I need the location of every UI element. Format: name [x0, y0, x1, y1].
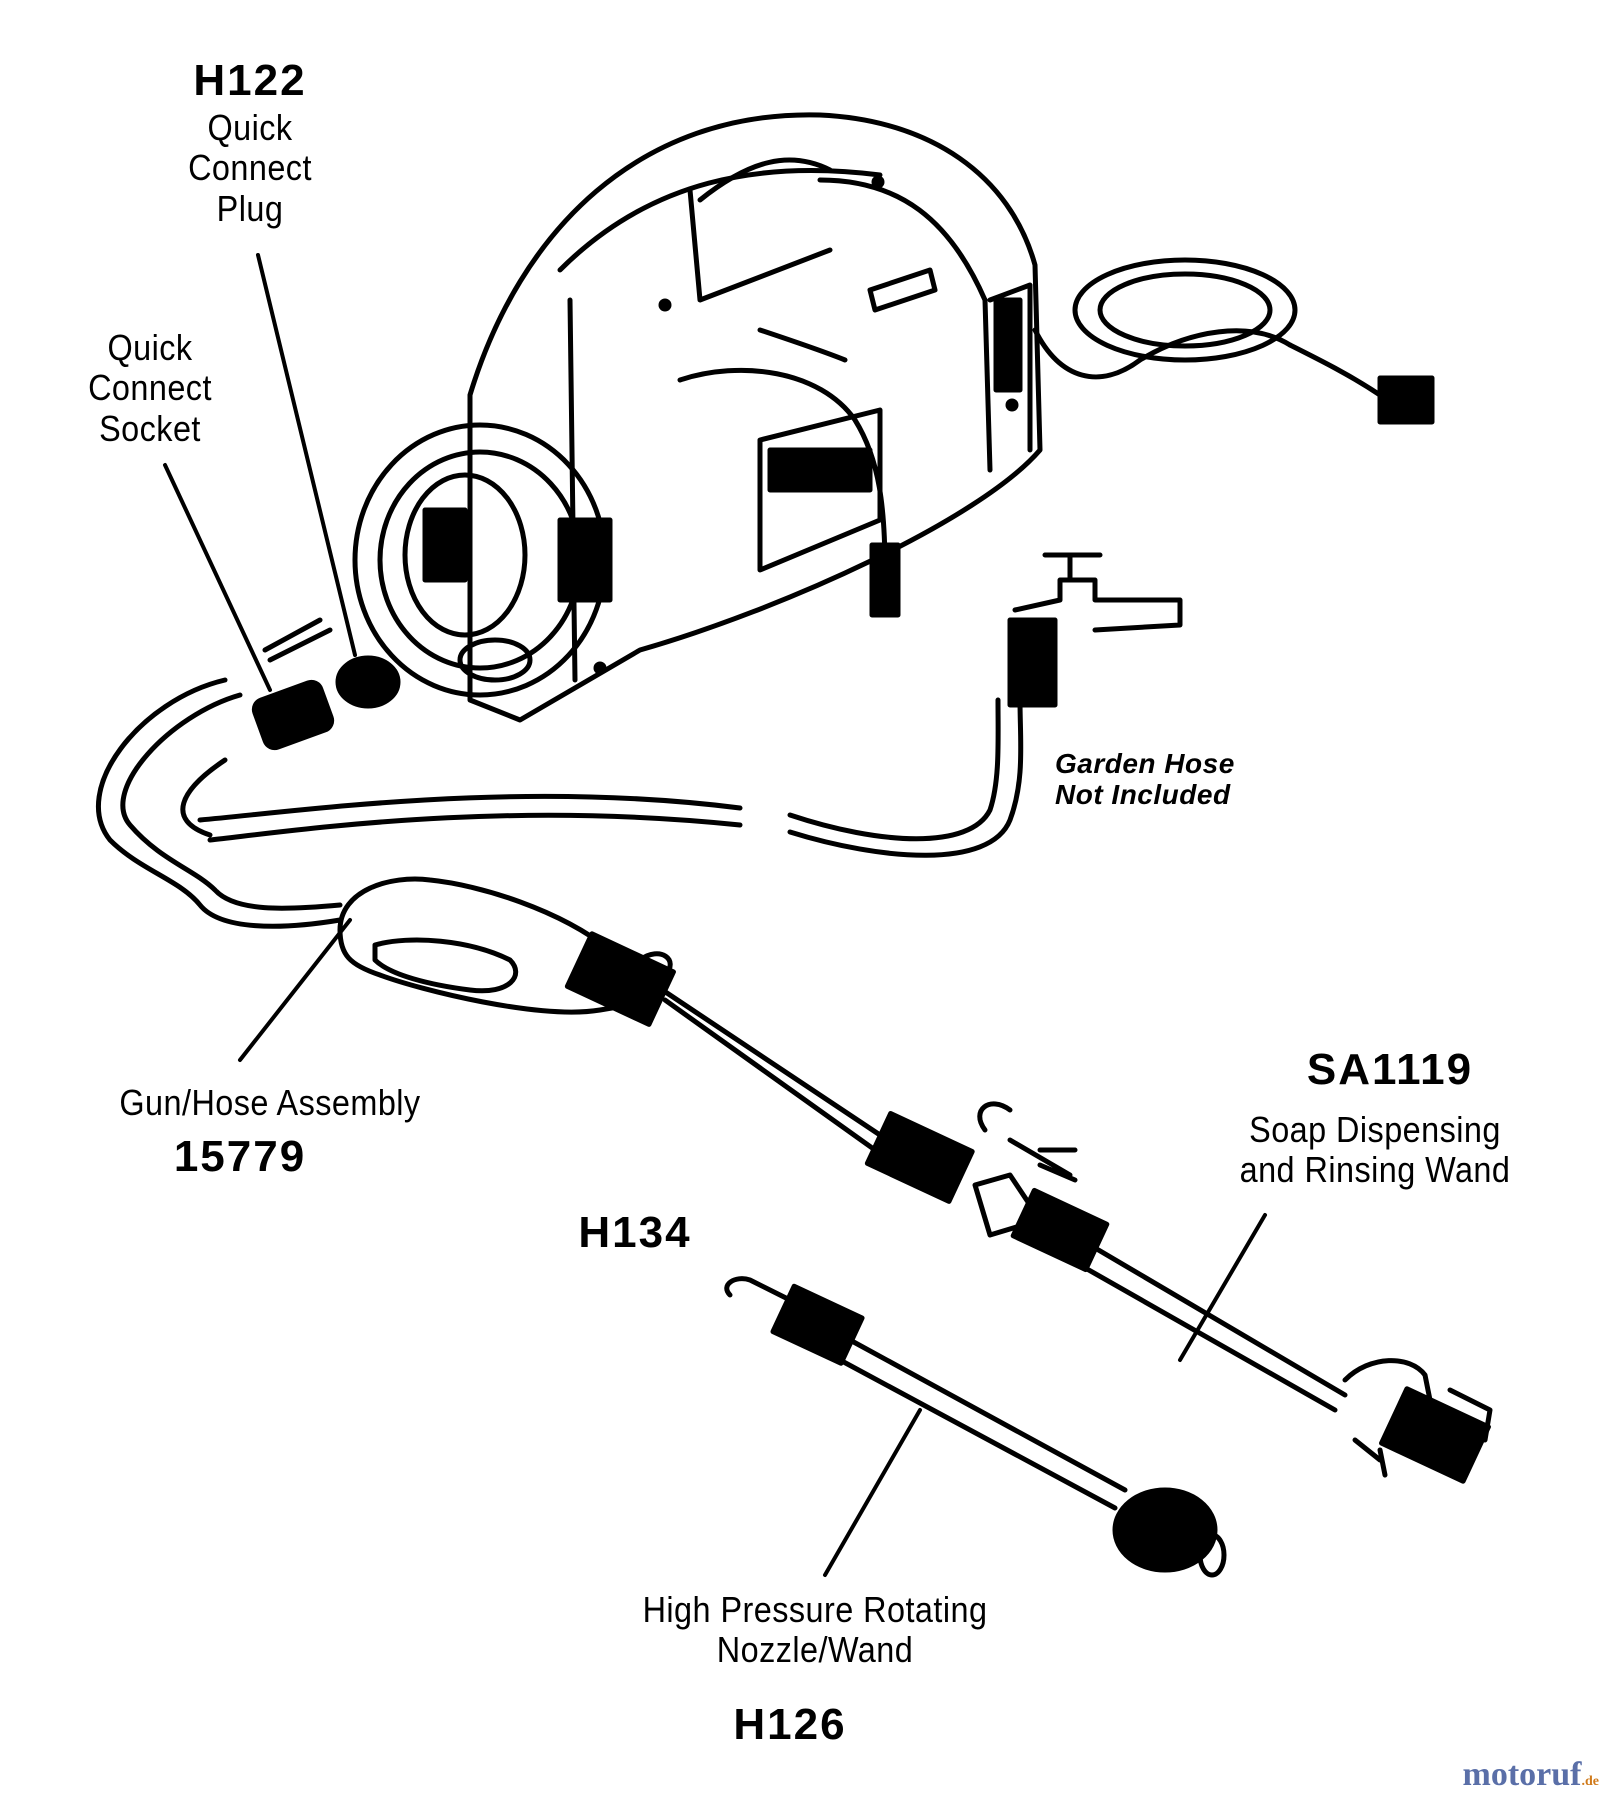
- sa1119-part-number: SA1119: [1306, 1045, 1474, 1094]
- sa1119-desc-line-2: and Rinsing Wand: [1239, 1149, 1511, 1191]
- sa1119-description: Soap Dispensing and Rinsing Wand: [1213, 1109, 1537, 1191]
- soap-wand: [972, 1172, 1493, 1484]
- gun-hose-part-number: 15779: [173, 1132, 307, 1181]
- quick-connect-socket-part: [251, 679, 335, 751]
- watermark-logo: motoruf.de: [1463, 1756, 1599, 1794]
- pump-outlet: [352, 422, 613, 698]
- socket-desc-line-1: Quick: [107, 327, 193, 368]
- pressure-washer-unit: [467, 112, 1435, 723]
- socket-desc-line-2: Connect: [88, 367, 212, 409]
- quick-connect-plug-part: [335, 655, 401, 709]
- h126-description: High Pressure Rotating Nozzle/Wand: [613, 1589, 1018, 1671]
- spray-gun: [337, 876, 1078, 1204]
- h122-desc-line-3: Plug: [216, 187, 284, 229]
- h134-part-number: H134: [578, 1208, 692, 1257]
- leader-lines: [163, 253, 1267, 1577]
- h122-desc-line-1: Quick: [207, 107, 293, 148]
- garden-hose: [197, 552, 1183, 858]
- socket-description: Quick Connect Socket: [65, 327, 236, 449]
- h122-desc-line-2: Connect: [188, 147, 312, 189]
- high-pressure-nozzle-wand: [724, 1276, 1227, 1578]
- high-pressure-hose: [96, 677, 343, 929]
- h122-description: Quick Connect Plug: [160, 107, 340, 229]
- garden-hose-note: Garden Hose Not Included: [1055, 748, 1285, 811]
- h126-desc-line-2: Nozzle/Wand: [716, 1629, 914, 1671]
- socket-desc-line-3: Socket: [99, 407, 201, 449]
- sa1119-desc-line-1: Soap Dispensing: [1249, 1109, 1501, 1150]
- h126-part-number: H126: [733, 1700, 847, 1749]
- gun-hose-description: Gun/Hose Assembly: [119, 1082, 421, 1123]
- watermark-main: motoruf: [1462, 1756, 1582, 1793]
- garden-note-line-1: Garden Hose: [1055, 748, 1235, 779]
- h122-part-number: H122: [193, 56, 307, 105]
- h126-desc-line-1: High Pressure Rotating: [642, 1589, 988, 1630]
- garden-note-line-2: Not Included: [1055, 779, 1231, 811]
- watermark-suffix: .de: [1581, 1774, 1600, 1789]
